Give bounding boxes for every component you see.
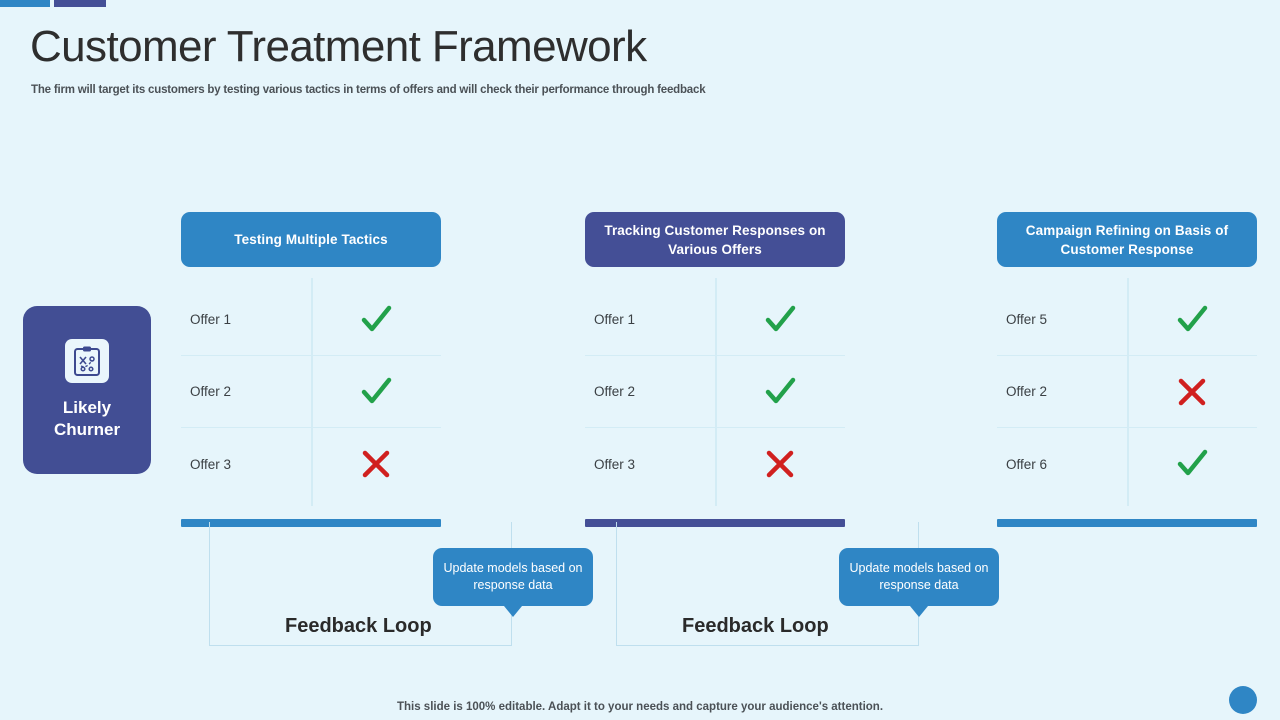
table-row: Offer 5: [997, 284, 1257, 356]
column-tracking-customer-responses: Tracking Customer Responses on Various O…: [585, 212, 845, 527]
callout-text: Update models based on response data: [443, 561, 583, 592]
check-icon: [1127, 303, 1257, 337]
accent-bar-blue: [0, 0, 50, 7]
check-icon: [1127, 447, 1257, 481]
page-title: Customer Treatment Framework: [30, 22, 647, 71]
clipboard-strategy-icon: [65, 339, 109, 383]
table-row: Offer 1: [585, 284, 845, 356]
column-testing-multiple-tactics: Testing Multiple Tactics Offer 1 Offer 2…: [181, 212, 441, 527]
offer-label: Offer 1: [594, 312, 636, 327]
callout-arrow-icon: [910, 606, 928, 617]
column-header-1[interactable]: Testing Multiple Tactics: [181, 212, 441, 267]
column-campaign-refining: Campaign Refining on Basis of Customer R…: [997, 212, 1257, 527]
cross-icon: [715, 447, 845, 481]
offers-table-3: Offer 5 Offer 2 Offer 6: [997, 278, 1257, 506]
offer-label: Offer 3: [190, 456, 232, 472]
table-row: Offer 1: [181, 284, 441, 356]
feedback-loop-label-1: Feedback Loop: [285, 615, 432, 637]
accent-bar-navy: [54, 0, 106, 7]
offer-label: Offer 2: [1006, 384, 1048, 399]
check-icon: [715, 375, 845, 409]
decorative-circle-icon: [1229, 686, 1257, 714]
table-row: Offer 2: [181, 356, 441, 428]
callout-text: Update models based on response data: [849, 561, 989, 592]
column-underline-1: [181, 519, 441, 527]
update-models-callout-1[interactable]: Update models based on response data: [433, 548, 593, 617]
table-row: Offer 2: [997, 356, 1257, 428]
column-underline-3: [997, 519, 1257, 527]
offer-label: Offer 2: [594, 384, 636, 399]
table-row: Offer 6: [997, 428, 1257, 500]
offer-label: Offer 1: [190, 312, 232, 327]
table-row: Offer 3: [585, 428, 845, 500]
column-header-2[interactable]: Tracking Customer Responses on Various O…: [585, 212, 845, 267]
likely-churner-label: Likely Churner: [54, 397, 120, 441]
cross-icon: [311, 447, 441, 481]
update-models-callout-2[interactable]: Update models based on response data: [839, 548, 999, 617]
callout-arrow-icon: [504, 606, 522, 617]
column-header-3[interactable]: Campaign Refining on Basis of Customer R…: [997, 212, 1257, 267]
check-icon: [311, 375, 441, 409]
footer-note: This slide is 100% editable. Adapt it to…: [396, 701, 884, 713]
offer-label: Offer 6: [1006, 456, 1048, 472]
offer-label: Offer 2: [190, 384, 232, 399]
check-icon: [311, 303, 441, 337]
table-row: Offer 2: [585, 356, 845, 428]
page-subtitle: The firm will target its customers by te…: [31, 84, 706, 96]
table-row: Offer 3: [181, 428, 441, 500]
column-underline-2: [585, 519, 845, 527]
offer-label: Offer 5: [1006, 312, 1048, 327]
check-icon: [715, 303, 845, 337]
churner-label-line1: Likely: [62, 398, 112, 417]
offers-table-1: Offer 1 Offer 2 Offer 3: [181, 278, 441, 506]
cross-icon: [1127, 375, 1257, 409]
offers-table-2: Offer 1 Offer 2 Offer 3: [585, 278, 845, 506]
feedback-loop-label-2: Feedback Loop: [682, 615, 829, 637]
likely-churner-card: Likely Churner: [23, 306, 151, 474]
offer-label: Offer 3: [594, 456, 636, 472]
churner-label-line2: Churner: [53, 420, 121, 439]
